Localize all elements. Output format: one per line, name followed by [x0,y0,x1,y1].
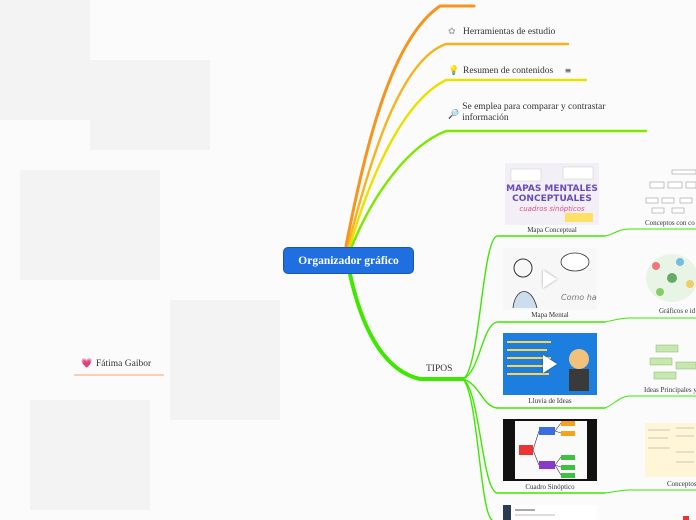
root-label: Organizador gráfico [298,254,399,267]
tipos-sub-connector [462,378,606,409]
detail-label: Gráficos e id [659,307,696,315]
detail-connector [604,489,696,494]
heart-icon: 💗 [81,359,93,369]
svg-text:Como hacer: Como hacer [561,293,597,302]
branch-label: Resumen de contenidos [463,66,554,76]
root-node[interactable]: Organizador gráfico [284,248,413,273]
detail-connector [604,317,696,323]
svg-text:MAPAS MENTALES: MAPAS MENTALES [506,184,598,194]
red-marker [683,516,689,520]
branch-compara[interactable]: 🔎Se emplea para comparar y contrastar in… [448,102,623,124]
cuadro-sinoptico-image[interactable] [503,419,597,481]
lightbulb-icon: 💡 [448,66,460,76]
flower-icon: ✿ [448,27,456,37]
branch-tipos-connector [348,272,465,381]
branch-label: Se emplea para comparar y contrastar inf… [462,102,606,123]
mapa-conceptual-caption: Mapa Conceptual [527,226,577,234]
concept-map-mini-diagram [645,169,696,214]
detail-connector [604,228,696,237]
detail-label: Conceptos con co [645,219,695,227]
note-icon[interactable]: ≡ [564,66,572,75]
cuadro-sinoptico-caption: Cuadro Sinóptico [525,483,575,491]
tipos-sub-connector [462,378,493,520]
author-node[interactable]: 💗Fátima Gaibor [81,359,151,370]
branch-herramientas[interactable]: ✿ Herramientas de estudio [448,27,555,38]
cuadro-sinoptico-image-art [503,419,597,481]
play-icon[interactable] [543,355,557,373]
detail-label: Ideas Principales y [644,386,696,394]
mapa-mental-video[interactable]: Como hacer [503,248,597,310]
magnifier-icon: 🔎 [448,110,460,120]
branch-compara-connector [350,129,648,248]
branch-top-connector [344,4,476,248]
mapa-mental-caption: Mapa Mental [531,311,569,319]
svg-text:CONCEPTUALES: CONCEPTUALES [512,194,592,204]
lluvia-ideas-video[interactable] [503,333,597,395]
mind-map-mini-diagram [646,254,696,302]
ideas-mini-diagram [649,344,696,380]
mapa-conceptual-image-art: MAPAS MENTALES CONCEPTUALES cuadros sinó… [505,163,599,225]
detail-label: Conceptos [667,480,696,488]
tipos-sub-connector [462,321,606,380]
branch-resumen-connector [348,78,588,248]
tipos-sub-connector [462,378,606,494]
play-icon[interactable] [543,270,557,288]
branch-label: Herramientas de estudio [463,27,556,37]
tipos-label: TIPOS [426,364,453,374]
tipos-sub-connector [462,235,606,380]
partial-thumbnail-art [503,505,597,520]
mapa-conceptual-image[interactable]: MAPAS MENTALES CONCEPTUALES cuadros sinó… [505,163,599,225]
svg-text:cuadros sinópticos: cuadros sinópticos [519,205,585,213]
author-label: Fátima Gaibor [96,359,152,369]
branch-herramientas-connector [346,42,570,248]
lluvia-ideas-caption: Lluvia de Ideas [528,397,572,405]
branch-tipos[interactable]: TIPOS [426,364,452,375]
partial-thumbnail[interactable] [503,505,597,520]
branch-resumen[interactable]: 💡Resumen de contenidos ≡ [448,65,571,77]
synoptic-mini-diagram [645,423,696,477]
detail-connector [604,395,696,409]
